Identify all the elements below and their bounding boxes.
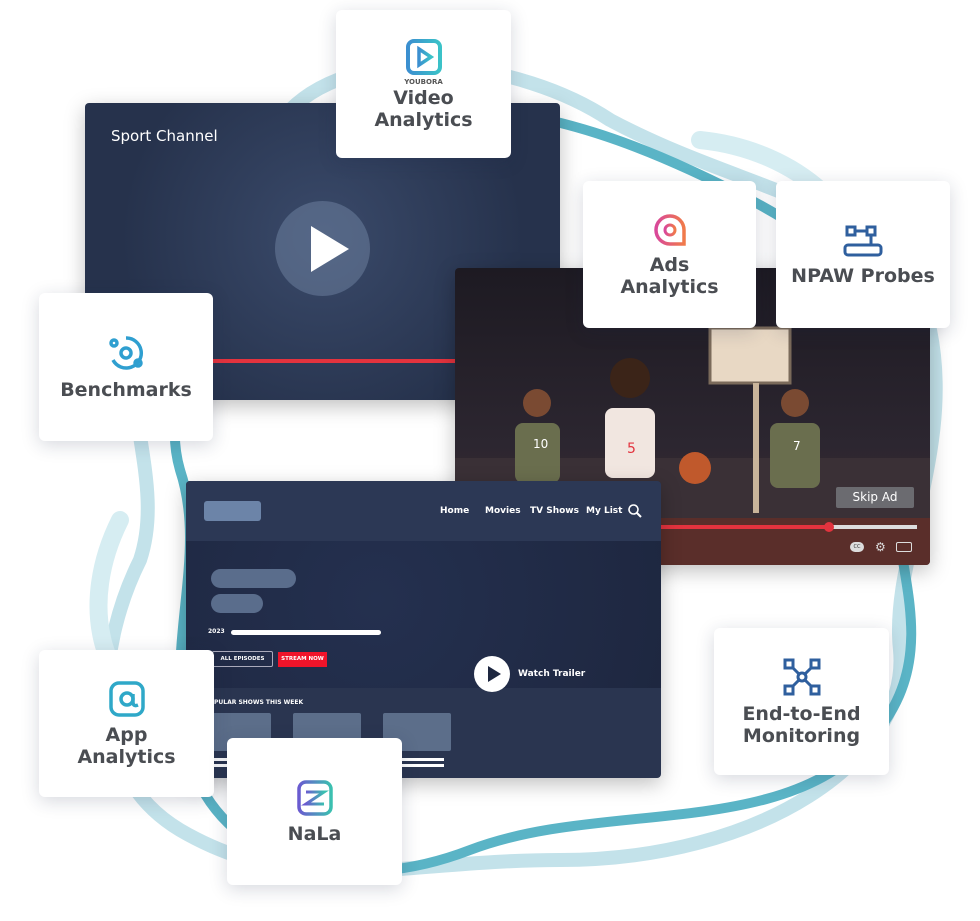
skip-ad-button[interactable]: Skip Ad [836,487,914,508]
description-placeholder [231,630,381,635]
card-label: Benchmarks [60,379,192,401]
card-npaw-probes[interactable]: NPAW Probes [776,181,950,328]
watch-trailer-play-button[interactable] [474,656,510,692]
progress-bar[interactable] [213,359,560,363]
ads-target-icon [653,213,686,246]
captions-icon[interactable]: CC [850,542,864,552]
jersey-number: 7 [793,439,801,453]
card-app-analytics[interactable]: App Analytics [39,650,214,797]
nav-tv-shows[interactable]: TV Shows [530,506,579,516]
card-label: Video Analytics [374,86,473,131]
probes-icon [843,225,883,256]
app-header: Home Movies TV Shows My List [186,481,661,541]
fullscreen-icon[interactable] [896,542,912,552]
nala-chat-icon [296,779,333,816]
player-title: Sport Channel [111,127,218,145]
card-label: Ads Analytics [620,253,719,298]
hero-section: 2023 ALL EPISODES STREAM NOW Watch Trail… [186,541,661,692]
settings-icon[interactable]: ⚙ [875,540,886,554]
card-ads-analytics[interactable]: Ads Analytics [583,181,756,328]
card-nala[interactable]: NaLa [227,738,402,885]
app-at-icon [108,680,145,717]
app-logo [204,501,261,521]
card-label: NaLa [287,822,342,845]
all-episodes-button[interactable]: ALL EPISODES [212,651,273,667]
card-benchmarks[interactable]: Benchmarks [39,293,213,441]
benchmarks-orbit-icon [109,336,143,370]
network-nodes-icon [783,658,820,695]
title-placeholder [211,569,296,588]
streaming-app-ui: Home Movies TV Shows My List 2023 ALL EP… [186,481,661,778]
stream-now-button[interactable]: STREAM NOW [278,652,327,667]
nav-movies[interactable]: Movies [485,506,521,516]
progress-fill [655,525,828,529]
jersey-number: 10 [533,437,548,451]
youbora-play-icon [405,38,442,75]
watch-trailer-label[interactable]: Watch Trailer [518,669,586,679]
year-label: 2023 [208,628,225,635]
play-button[interactable] [275,201,370,296]
card-label: NPAW Probes [791,264,935,287]
card-video-analytics[interactable]: YOUBORA Video Analytics [336,10,511,158]
card-end-to-end-monitoring[interactable]: End-to-End Monitoring [714,628,889,775]
jersey-number: 5 [627,441,636,457]
subtitle-placeholder [211,594,263,613]
card-label: End-to-End Monitoring [742,702,861,747]
card-label: App Analytics [77,723,176,768]
progress-handle[interactable] [824,522,834,532]
section-heading: PULAR SHOWS THIS WEEK [214,699,304,706]
nav-home[interactable]: Home [440,506,470,516]
youbora-brand: YOUBORA [404,77,443,86]
search-icon[interactable] [628,504,642,518]
nav-my-list[interactable]: My List [586,506,623,516]
